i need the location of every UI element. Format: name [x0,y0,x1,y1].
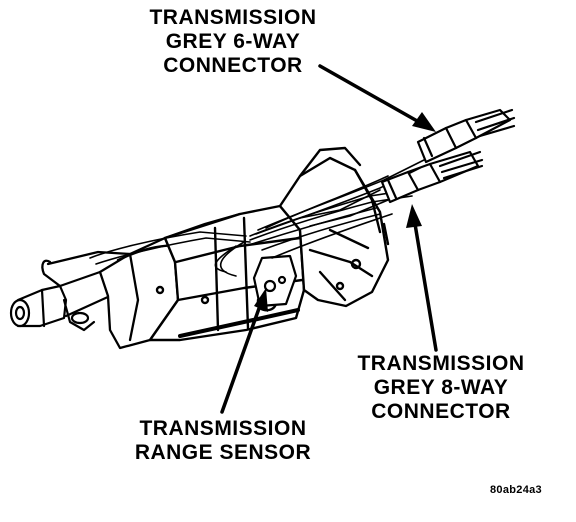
label-line: RANGE SENSOR [134,441,312,464]
output-shaft [9,270,112,332]
leader-grey-6-way [318,64,436,132]
label-line: GREY 8-WAY [373,376,509,399]
label-line: CONNECTOR [163,54,303,77]
label-line: TRANSMISSION [149,6,317,29]
label-line: TRANSMISSION [139,417,307,440]
grey-6-way-connector [416,108,516,164]
grey-8-way-connector [380,150,484,204]
label-line: TRANSMISSION [357,352,525,375]
figure-code: 80ab24a3 [490,484,542,496]
grey-8-way-connector-label: TRANSMISSION GREY 8-WAY CONNECTOR [342,352,540,424]
grey-6-way-connector-label: TRANSMISSION GREY 6-WAY CONNECTOR [128,6,338,78]
range-sensor-label: TRANSMISSION RANGE SENSOR [116,417,330,465]
leader-grey-8-way [406,204,438,352]
label-line: GREY 6-WAY [165,30,301,53]
leader-range-sensor [220,288,268,414]
label-line: CONNECTOR [371,400,511,423]
wiring-harness [89,159,425,277]
